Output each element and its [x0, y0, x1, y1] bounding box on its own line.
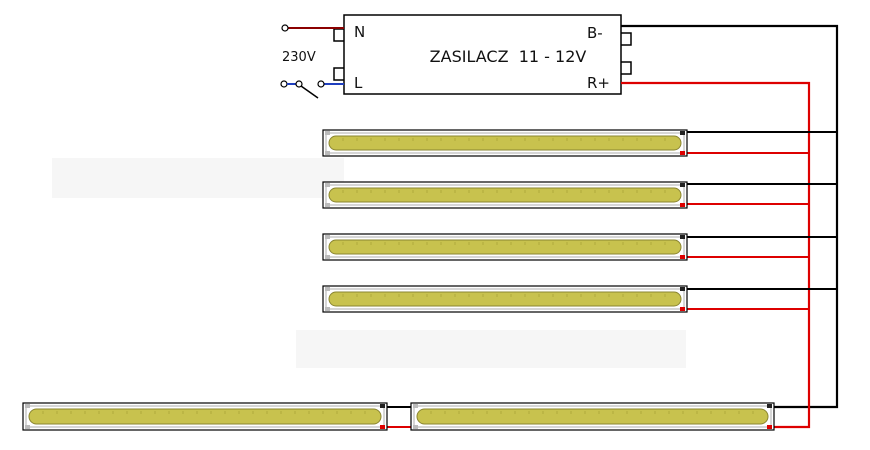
led-strip-inner-border [325, 132, 685, 154]
power-supply: N L B- R+ ZASILACZ 11 - 12V [333, 14, 632, 95]
positive-pad [680, 203, 685, 207]
wire-end-icon [281, 24, 289, 32]
terminal-l-label: L [354, 74, 363, 92]
solder-pad [325, 131, 330, 135]
led-strip [322, 285, 688, 313]
switch-icon [280, 80, 319, 99]
background-panel [296, 330, 686, 368]
wiring [387, 24, 839, 429]
led-strip-inner-border [325, 184, 685, 206]
terminal-tab-icon [333, 28, 344, 42]
led-strip [322, 233, 688, 261]
negative-pad [680, 131, 685, 135]
positive-pad [767, 425, 772, 429]
solder-pad [413, 404, 418, 408]
solder-pad [325, 255, 330, 259]
solder-pad [325, 307, 330, 311]
led-emitter [416, 408, 769, 425]
wire-end-icon [317, 80, 325, 88]
solder-pad [325, 151, 330, 155]
led-emitter [328, 135, 682, 151]
led-strip [22, 402, 388, 431]
terminal-pos-label: R+ [587, 74, 610, 92]
solder-pad [25, 404, 30, 408]
terminal-tab-icon [621, 61, 632, 75]
terminal-tab-icon [621, 32, 632, 46]
power-supply-box [343, 14, 622, 95]
background-panel [52, 158, 344, 198]
mains-voltage-label: 230V [282, 50, 316, 65]
led-strip-inner-border [325, 288, 685, 310]
terminal-n-label: N [354, 23, 365, 41]
led-strip-inner-border [413, 405, 772, 428]
led-emitter [28, 408, 382, 425]
led-strips [22, 129, 775, 431]
solder-pad [25, 425, 30, 429]
led-emitter [328, 187, 682, 203]
power-supply-title: ZASILACZ 11 - 12V [430, 47, 587, 66]
positive-pad [380, 425, 385, 429]
led-strip [410, 402, 775, 431]
positive-wire [621, 81, 811, 429]
mains-input: 230V [280, 24, 344, 99]
positive-pad [680, 255, 685, 259]
led-strip [322, 129, 688, 157]
negative-pad [680, 235, 685, 239]
led-strip-inner-border [325, 236, 685, 258]
terminal-tab-icon [333, 67, 344, 81]
solder-pad [325, 235, 330, 239]
led-strip-inner-border [25, 405, 385, 428]
led-strip [322, 181, 688, 209]
negative-pad [680, 287, 685, 291]
led-emitter [328, 291, 682, 307]
solder-pad [325, 287, 330, 291]
negative-pad [680, 183, 685, 187]
negative-pad [767, 404, 772, 408]
positive-pad [680, 151, 685, 155]
led-emitter [328, 239, 682, 255]
negative-wire [621, 24, 839, 409]
negative-pad [380, 404, 385, 408]
positive-pad [680, 307, 685, 311]
terminal-neg-label: B- [587, 24, 603, 42]
solder-pad [325, 203, 330, 207]
solder-pad [325, 183, 330, 187]
solder-pad [413, 425, 418, 429]
